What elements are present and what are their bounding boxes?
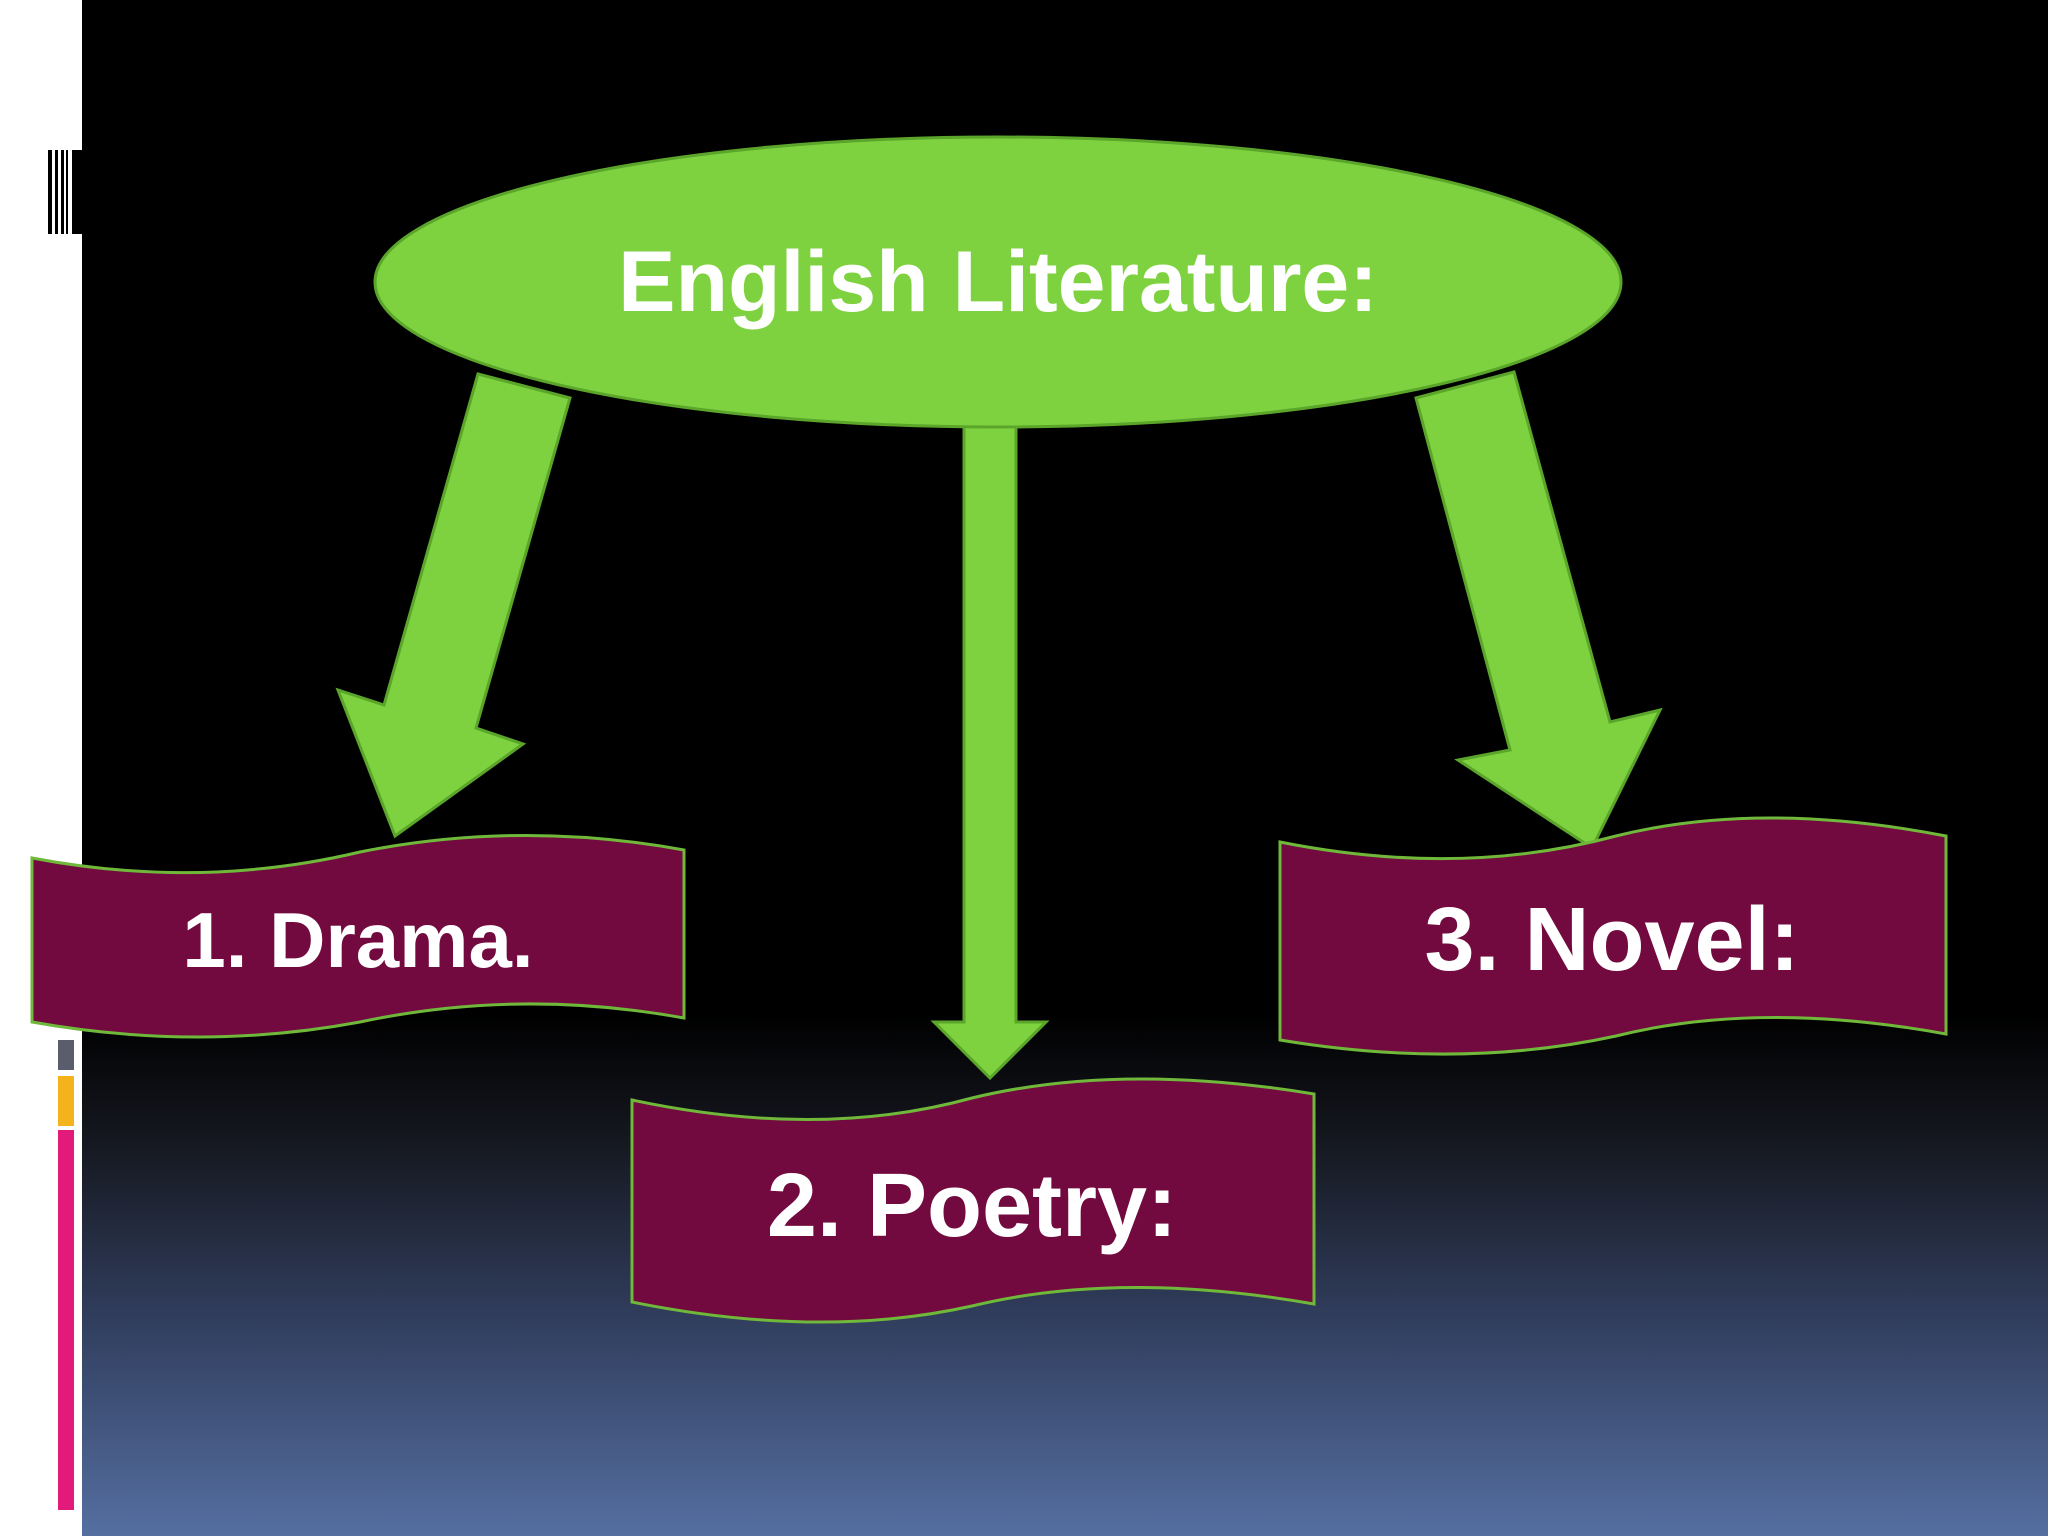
banner-drama-label: 1. Drama. — [182, 896, 533, 984]
banner-novel-label: 3. Novel: — [1424, 890, 1799, 990]
left-barcode-decoration — [48, 150, 82, 234]
banner-drama — [30, 833, 686, 1039]
accent-pink-bar — [58, 1130, 74, 1510]
left-accent-bars — [58, 1040, 74, 1510]
arrow-to-novel — [1414, 370, 1663, 851]
accent-orange-bar — [58, 1076, 74, 1126]
root-node-label: English Literature: — [618, 234, 1378, 330]
accent-slate-bar — [58, 1040, 74, 1070]
banner-poetry — [630, 1077, 1316, 1324]
banner-novel — [1278, 816, 1948, 1056]
banner-poetry-label: 2. Poetry: — [767, 1156, 1177, 1256]
root-node-english-literature — [373, 135, 1623, 429]
arrow-to-poetry — [930, 424, 1050, 1081]
arrow-to-drama — [335, 372, 572, 839]
